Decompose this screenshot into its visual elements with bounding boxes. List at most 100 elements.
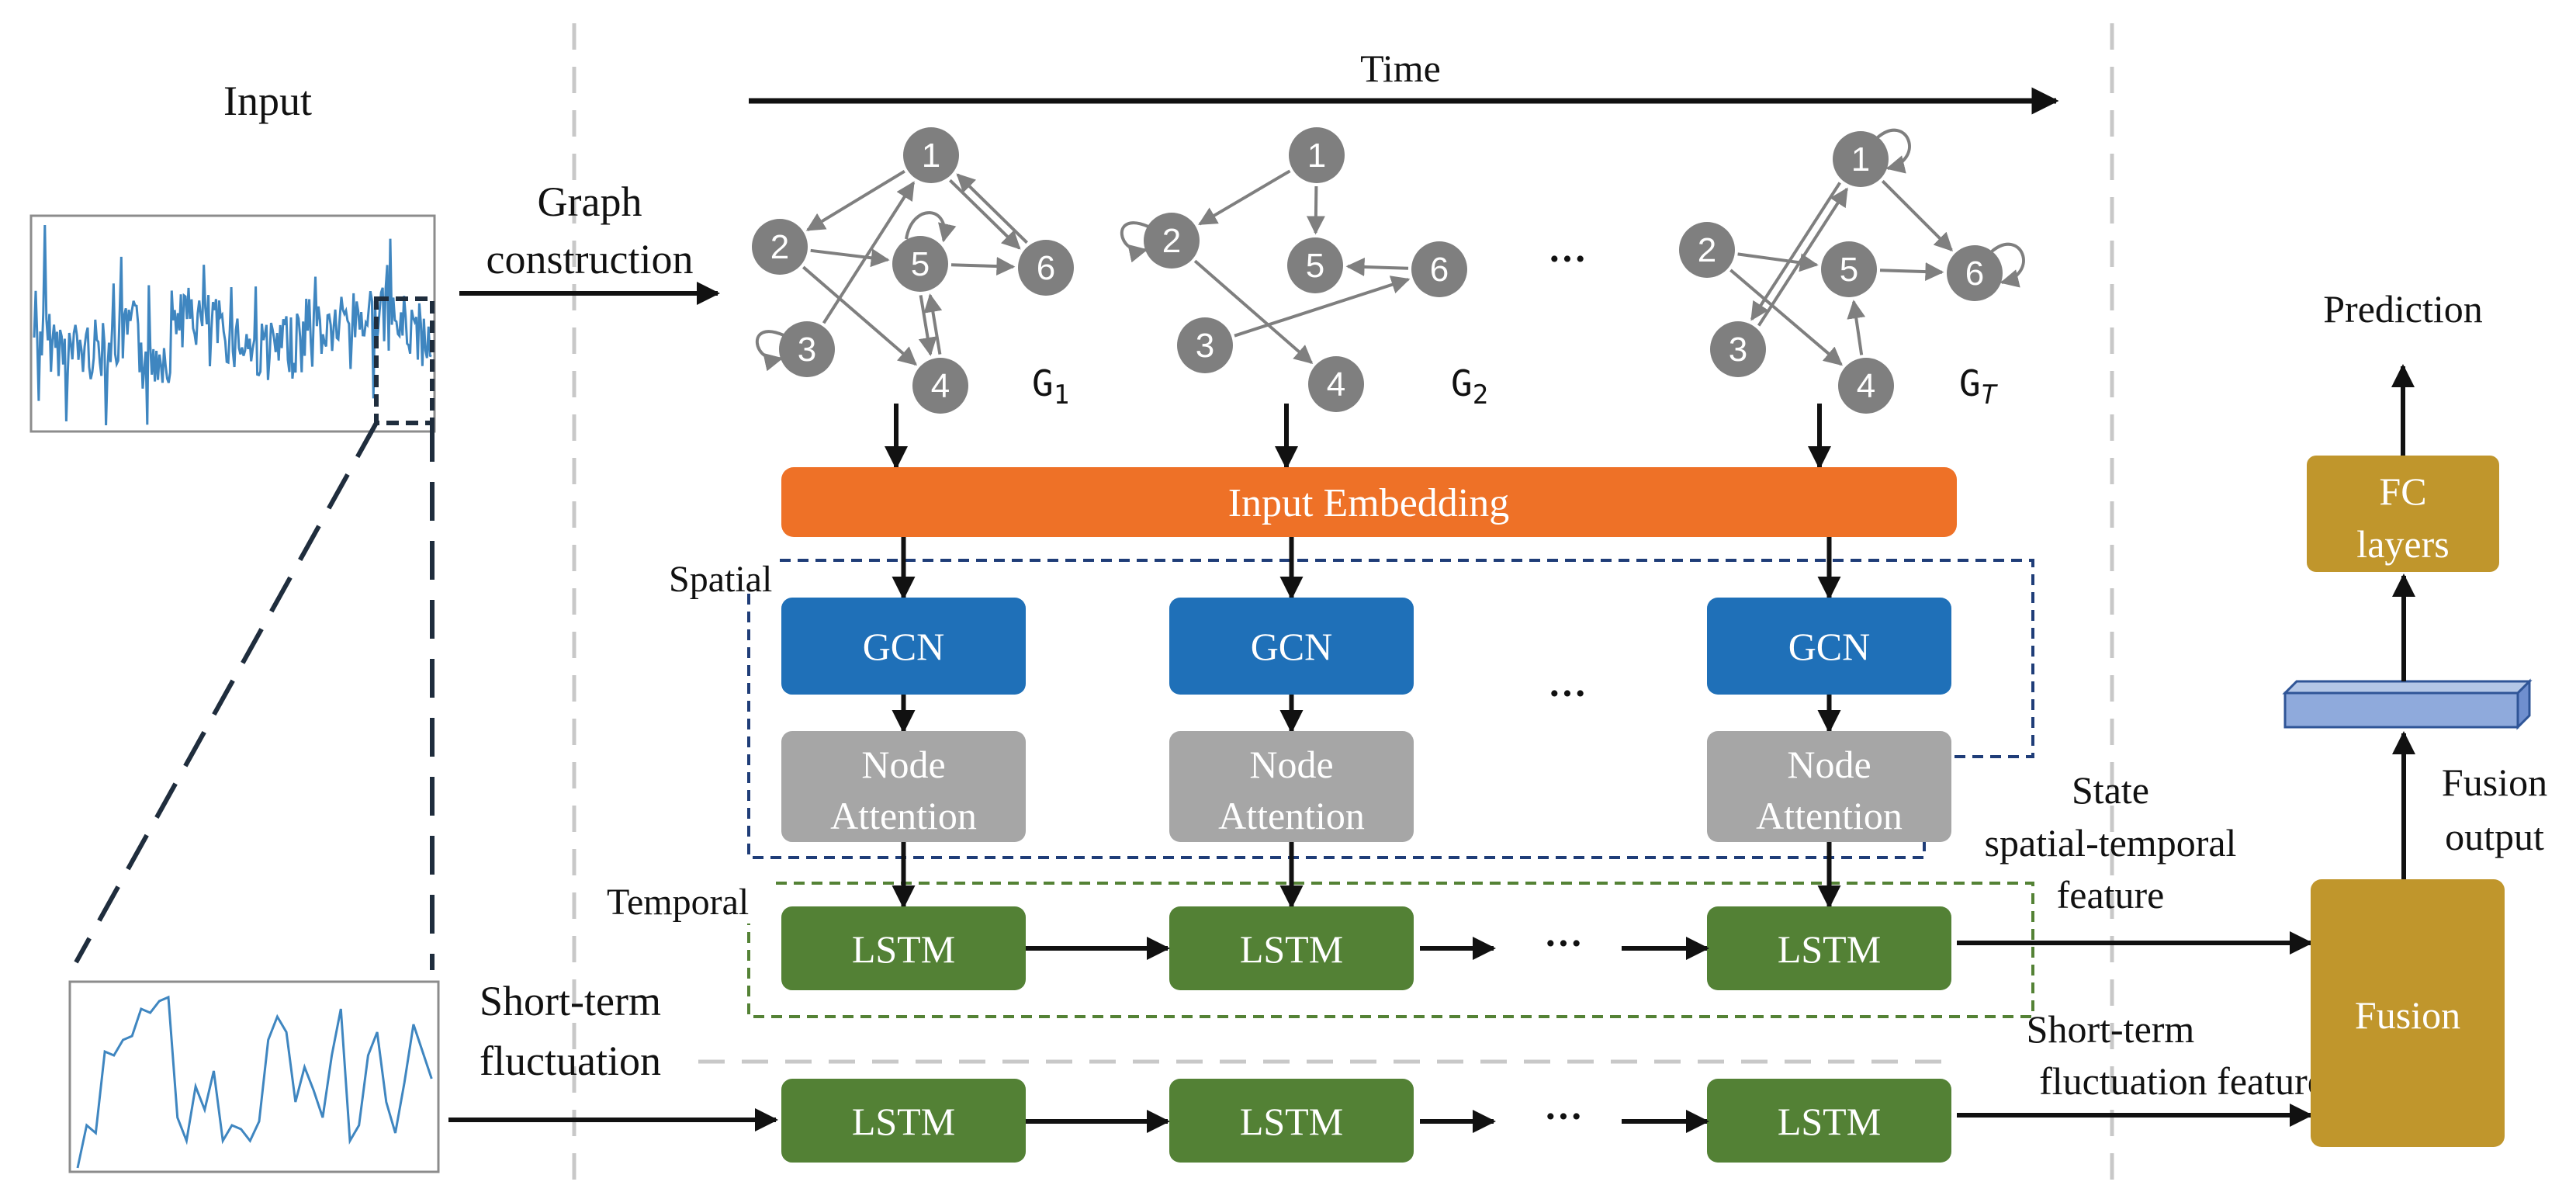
gcn-label-2: GCN (1251, 625, 1333, 668)
short-lstm-box-3 (1707, 1079, 1951, 1163)
graph-3-edge-1-3 (1750, 182, 1841, 321)
node-attention-label-a-1: Node (861, 743, 945, 786)
short-lstm-label-1: LSTM (852, 1100, 955, 1143)
short-term-feature-label-2: fluctuation feature (2039, 1059, 2325, 1103)
gcn-box-1 (781, 598, 1026, 695)
graph-1-edge-5-6 (950, 257, 1016, 276)
graph-1-edge-3-1 (822, 181, 916, 324)
node-attention-box-2 (1169, 731, 1414, 842)
short-lstm-box-1 (781, 1079, 1026, 1163)
temporal-region (747, 882, 2034, 1018)
node-attention-label-b-2: Attention (1218, 794, 1365, 837)
gcn-ellipsis: ··· (1548, 671, 1587, 715)
lstm-label-1: LSTM (852, 927, 955, 971)
graph-2-edge-3-6 (1234, 275, 1411, 338)
graph-construction-label-1: Graph (538, 178, 642, 225)
graph-3-edge-2-5 (1737, 252, 1819, 272)
graph-1-edge-6-1 (956, 173, 1028, 244)
graph-1-edge-1-2 (805, 169, 905, 232)
graph-2-node-4 (1308, 356, 1364, 412)
graph-1-edge-4-5 (923, 293, 943, 355)
lstm-label-3: LSTM (1778, 927, 1881, 971)
graph-3-node-1 (1833, 131, 1889, 187)
input-label: Input (223, 78, 312, 124)
graph-3-edge-4-5 (1847, 300, 1866, 355)
graph-2-edge-1-5 (1306, 185, 1325, 235)
fc-label-2: layers (2356, 522, 2449, 566)
graph-2-node-label-5: 5 (1306, 247, 1324, 285)
gcn-label-3: GCN (1788, 625, 1871, 668)
state-feature-label-2: spatial-temporal (1985, 821, 2237, 865)
graph-3-node-label-6: 6 (1965, 255, 1984, 293)
graph-3-self-loop-1 (1876, 128, 1911, 174)
fusion-box (2311, 879, 2505, 1147)
short-term-label-2: fluctuation (480, 1038, 661, 1084)
fc-label-1: FC (2379, 470, 2426, 513)
fc-layers-box (2307, 456, 2499, 572)
time-label: Time (1360, 47, 1441, 90)
gcn-label-1: GCN (863, 625, 945, 668)
graph-3-edge-2-4 (1729, 269, 1843, 366)
graph-1-edge-2-4 (802, 265, 918, 366)
graph-3-node-label-1: 1 (1851, 140, 1870, 178)
node-attention-label-a-2: Node (1249, 743, 1333, 786)
short-lstm-label-3: LSTM (1778, 1100, 1881, 1143)
short-lstm-ellipsis: ··· (1544, 1094, 1583, 1138)
input-embedding-box (781, 467, 1957, 537)
short-term-label-1: Short-term (480, 978, 661, 1024)
prediction-label: Prediction (2323, 287, 2483, 331)
short-term-series-frame (68, 980, 440, 1173)
graph-1-node-label-6: 6 (1037, 249, 1055, 287)
graph-1-node-1 (903, 127, 959, 183)
spatial-label: Spatial (669, 559, 772, 600)
graph-2-label: G2 (1451, 362, 1488, 411)
graph-1-node-label-4: 4 (931, 367, 950, 405)
lstm-ellipsis: ··· (1544, 921, 1583, 965)
graph-2-edge-1-2 (1198, 169, 1291, 226)
lstm-label-2: LSTM (1240, 927, 1343, 971)
fusion-output-label-2: output (2445, 815, 2544, 858)
graph-3-edge-5-6 (1879, 262, 1944, 282)
short-lstm-label-2: LSTM (1240, 1100, 1343, 1143)
graph-2-node-3 (1177, 317, 1233, 373)
node-attention-label-b-3: Attention (1756, 794, 1903, 837)
graph-3-node-3 (1710, 321, 1766, 377)
graph-1-node-label-3: 3 (798, 331, 816, 369)
gcn-box-3 (1707, 598, 1951, 695)
temporal-label: Temporal (607, 882, 749, 923)
graph-2-node-5 (1287, 237, 1343, 293)
graph-1-node-6 (1018, 240, 1074, 296)
graph-1-edge-5-4 (918, 295, 937, 356)
short-lstm-box-2 (1169, 1079, 1414, 1163)
graph-1-edge-2-5 (810, 248, 890, 268)
graph-3-node-label-2: 2 (1698, 231, 1716, 269)
graph-2-node-label-3: 3 (1196, 327, 1214, 365)
graph-3-edge-1-6 (1881, 179, 1953, 251)
graph-1-label: G1 (1032, 362, 1069, 411)
graph-3-node-label-4: 4 (1857, 367, 1875, 405)
graph-2-node-label-4: 4 (1327, 366, 1345, 404)
graph-2-edge-2-4 (1193, 259, 1314, 364)
graph-1-node-label-2: 2 (770, 228, 789, 266)
fusion-label: Fusion (2355, 993, 2460, 1037)
graph-1-node-4 (912, 358, 968, 414)
input-embedding-label: Input Embedding (1228, 481, 1510, 525)
graph-1-self-loop-5 (905, 211, 957, 243)
graph-3-node-label-5: 5 (1840, 251, 1858, 289)
lstm-box-3 (1707, 906, 1951, 990)
graph-1-edge-1-6 (949, 178, 1021, 250)
input-series-line (33, 224, 432, 426)
graph-2-node-2 (1144, 213, 1200, 269)
zoom-line-left (74, 421, 379, 964)
graph-3-label: GT (1959, 362, 1999, 411)
node-attention-box-3 (1707, 731, 1951, 842)
graph-construction-label-2: construction (486, 236, 694, 282)
graph-2-node-label-1: 1 (1307, 137, 1326, 175)
